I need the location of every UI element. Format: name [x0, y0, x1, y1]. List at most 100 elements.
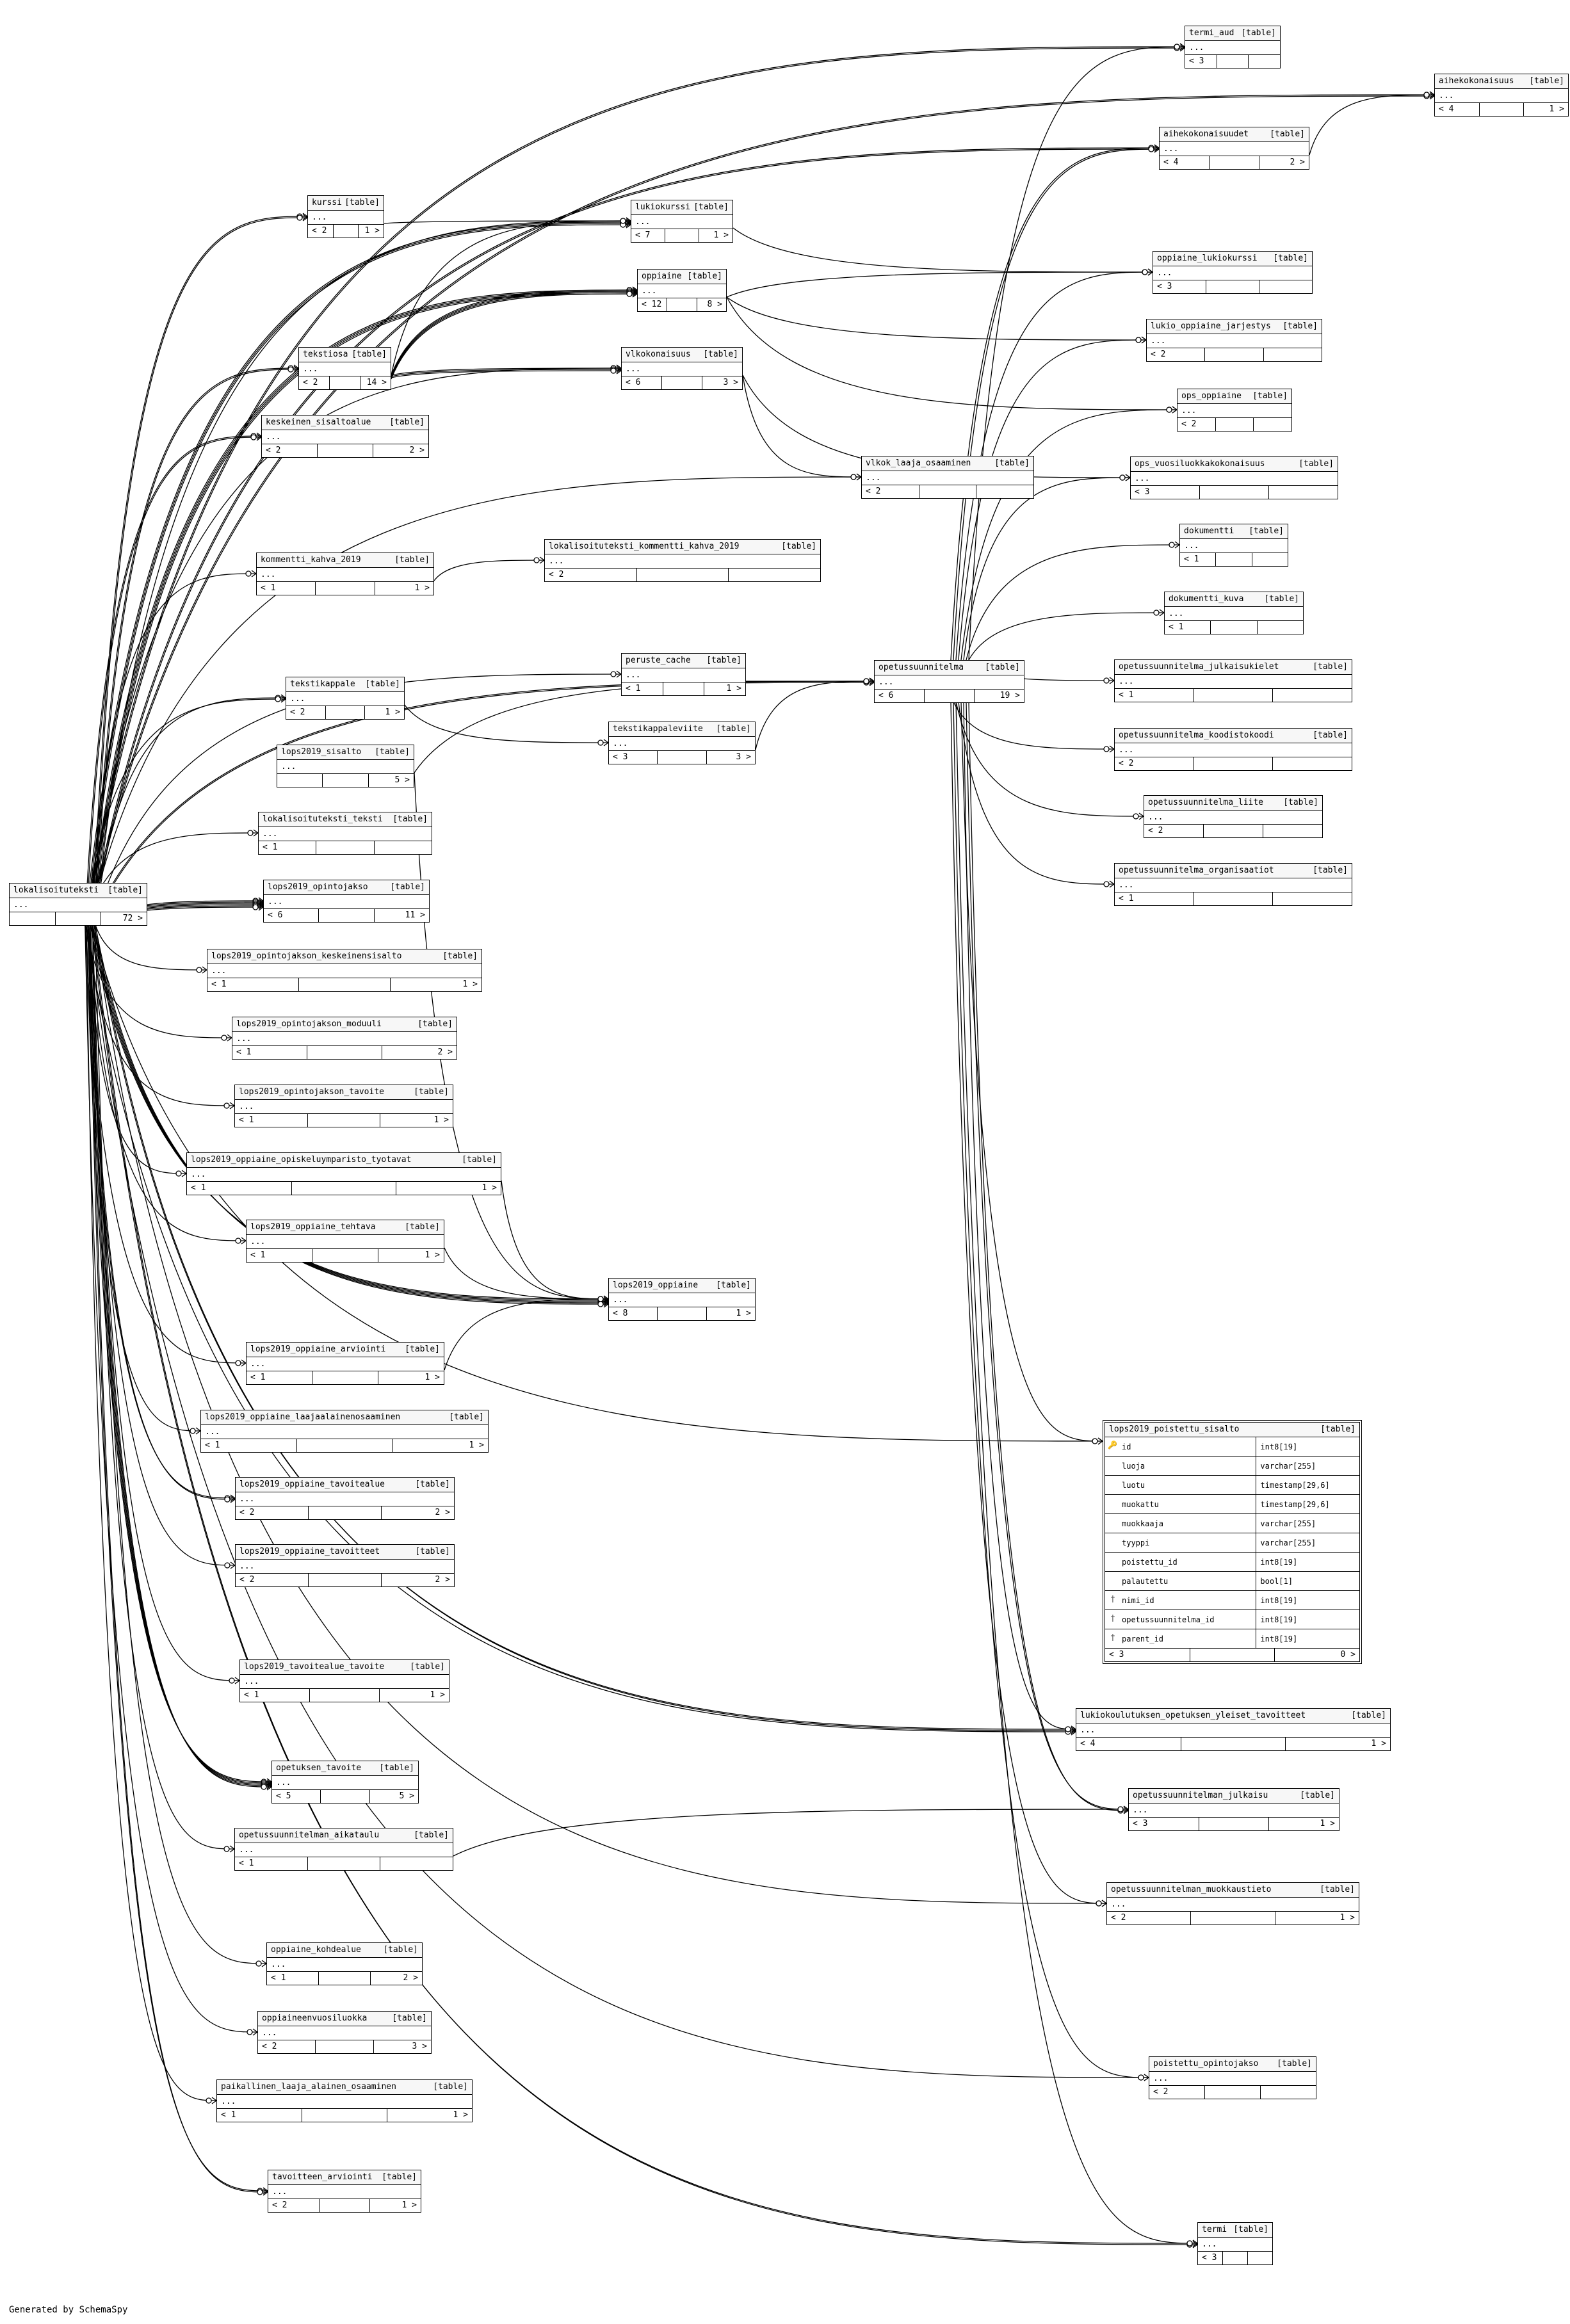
- child-count[interactable]: 1 >: [414, 583, 430, 593]
- table-columns-collapsed[interactable]: ...: [267, 1958, 422, 1972]
- child-count[interactable]: 11 >: [405, 910, 425, 920]
- table-node-ops-oppiaine[interactable]: ops_oppiaine[table]...< 2: [1177, 389, 1292, 432]
- table-node-termi-aud[interactable]: termi_aud[table]...< 3: [1185, 26, 1281, 69]
- child-count[interactable]: 1 >: [1549, 104, 1565, 114]
- table-columns-collapsed[interactable]: ...: [631, 215, 732, 229]
- child-count[interactable]: [1248, 2252, 1272, 2264]
- table-node-opetussuunnitelma-julkaisukielet[interactable]: opetussuunnitelma_julkaisukielet[table].…: [1114, 659, 1352, 702]
- table-node-opetussuunnitelma-koodistokoodi[interactable]: opetussuunnitelma_koodistokoodi[table]..…: [1114, 728, 1352, 771]
- parent-count[interactable]: < 8: [609, 1307, 658, 1320]
- table-columns-collapsed[interactable]: ...: [236, 1492, 454, 1506]
- child-count[interactable]: 14 >: [366, 378, 387, 387]
- child-count[interactable]: [1261, 2086, 1316, 2099]
- child-count[interactable]: 1 >: [401, 2200, 417, 2210]
- parent-count[interactable]: < 1: [1115, 892, 1194, 905]
- parent-count[interactable]: < 1: [201, 1439, 297, 1452]
- child-count[interactable]: 1 >: [462, 980, 478, 989]
- table-columns-collapsed[interactable]: ...: [217, 2095, 472, 2109]
- parent-count[interactable]: < 2: [862, 485, 919, 498]
- table-node-lokalisoituteksti[interactable]: lokalisoituteksti[table]...72 >: [9, 883, 147, 926]
- table-node-lokalisoituteksti-kommentti-kahva-2019[interactable]: lokalisoituteksti_kommentti_kahva_2019[t…: [544, 539, 821, 582]
- table-columns-collapsed[interactable]: ...: [247, 1235, 444, 1249]
- table-node-opetussuunnitelman-aikataulu[interactable]: opetussuunnitelman_aikataulu[table]...< …: [234, 1828, 453, 1871]
- table-columns-collapsed[interactable]: ...: [235, 1100, 453, 1114]
- child-count[interactable]: 1 >: [364, 226, 380, 236]
- parent-count[interactable]: < 5: [272, 1790, 321, 1803]
- child-count[interactable]: [1264, 348, 1322, 361]
- parent-count[interactable]: < 7: [631, 229, 665, 242]
- child-count[interactable]: [1273, 689, 1352, 702]
- table-columns-collapsed[interactable]: ...: [875, 675, 1024, 690]
- child-count[interactable]: 72 >: [122, 914, 143, 923]
- table-node-oppiaine-lukiokurssi[interactable]: oppiaine_lukiokurssi[table]...< 3: [1153, 251, 1313, 294]
- table-node-lops2019-oppiaine-laajaalainenosaaminen[interactable]: lops2019_oppiaine_laajaalainenosaaminen[…: [200, 1410, 489, 1453]
- parent-count[interactable]: < 1: [235, 1857, 308, 1870]
- table-columns-collapsed[interactable]: ...: [609, 737, 755, 751]
- child-count[interactable]: 1 >: [453, 2110, 468, 2120]
- parent-count[interactable]: < 2: [1144, 825, 1204, 837]
- parent-count[interactable]: < 1: [187, 1182, 292, 1195]
- table-columns-collapsed[interactable]: ...: [1180, 539, 1288, 553]
- parent-count[interactable]: < 1: [217, 2109, 302, 2122]
- parent-count[interactable]: < 2: [1149, 2086, 1205, 2099]
- table-columns-collapsed[interactable]: ...: [286, 692, 404, 706]
- table-columns-collapsed[interactable]: ...: [1144, 811, 1322, 825]
- parent-count[interactable]: < 3: [1185, 55, 1217, 68]
- table-columns-collapsed[interactable]: ...: [268, 2185, 421, 2199]
- table-node-lukiokoulutuksen-opetuksen-yleiset-tavoitteet[interactable]: lukiokoulutuksen_opetuksen_yleiset_tavoi…: [1076, 1708, 1391, 1751]
- table-columns-collapsed[interactable]: ...: [638, 284, 726, 298]
- child-count[interactable]: 1 >: [713, 230, 729, 240]
- child-count[interactable]: 5 >: [394, 775, 410, 785]
- table-node-lops2019-sisalto[interactable]: lops2019_sisalto[table]...5 >: [277, 745, 414, 787]
- parent-count[interactable]: < 2: [308, 225, 334, 238]
- table-node-lops2019-tavoitealue-tavoite[interactable]: lops2019_tavoitealue_tavoite[table]...< …: [239, 1659, 449, 1702]
- parent-count[interactable]: < 6: [622, 376, 662, 389]
- table-columns-collapsed[interactable]: ...: [622, 668, 745, 682]
- child-count[interactable]: 1 >: [469, 1440, 485, 1450]
- table-columns-collapsed[interactable]: ...: [1165, 607, 1303, 621]
- parent-count[interactable]: < 3: [609, 751, 658, 764]
- table-node-ops-vuosiluokkakokonaisuus[interactable]: ops_vuosiluokkakokonaisuus[table]...< 3: [1130, 456, 1338, 499]
- parent-count[interactable]: < 4: [1160, 156, 1210, 169]
- table-columns-collapsed[interactable]: ...: [1149, 2072, 1316, 2086]
- table-columns-collapsed[interactable]: ...: [862, 471, 1033, 485]
- child-count[interactable]: [1249, 55, 1280, 68]
- table-columns-collapsed[interactable]: ...: [257, 568, 433, 582]
- parent-count[interactable]: < 2: [268, 2199, 320, 2212]
- child-count[interactable]: 3 >: [723, 378, 738, 387]
- child-count[interactable]: 1 >: [425, 1373, 440, 1382]
- parent-count[interactable]: < 3: [1153, 280, 1206, 293]
- table-columns-collapsed[interactable]: ...: [277, 760, 414, 774]
- table-columns-collapsed[interactable]: ...: [201, 1425, 488, 1439]
- child-count[interactable]: 0 >: [1340, 1650, 1356, 1659]
- child-count[interactable]: 5 >: [399, 1791, 414, 1801]
- child-count[interactable]: [1269, 486, 1338, 499]
- child-count[interactable]: 1 >: [726, 684, 742, 693]
- parent-count[interactable]: < 2: [299, 376, 330, 389]
- child-count[interactable]: [1258, 621, 1303, 634]
- child-count[interactable]: 1 >: [425, 1250, 440, 1260]
- child-count[interactable]: 19 >: [999, 691, 1020, 700]
- table-columns-collapsed[interactable]: ...: [259, 827, 432, 841]
- parent-count[interactable]: < 2: [258, 2040, 316, 2053]
- table-node-lukio-oppiaine-jarjestys[interactable]: lukio_oppiaine_jarjestys[table]...< 2: [1146, 319, 1322, 362]
- table-columns-collapsed[interactable]: ...: [240, 1675, 449, 1689]
- table-columns-collapsed[interactable]: ...: [262, 430, 428, 444]
- parent-count[interactable]: < 2: [545, 569, 637, 581]
- table-node-lops2019-poistettu-sisalto[interactable]: lops2019_poistettu_sisalto[table]idint8[…: [1103, 1420, 1362, 1664]
